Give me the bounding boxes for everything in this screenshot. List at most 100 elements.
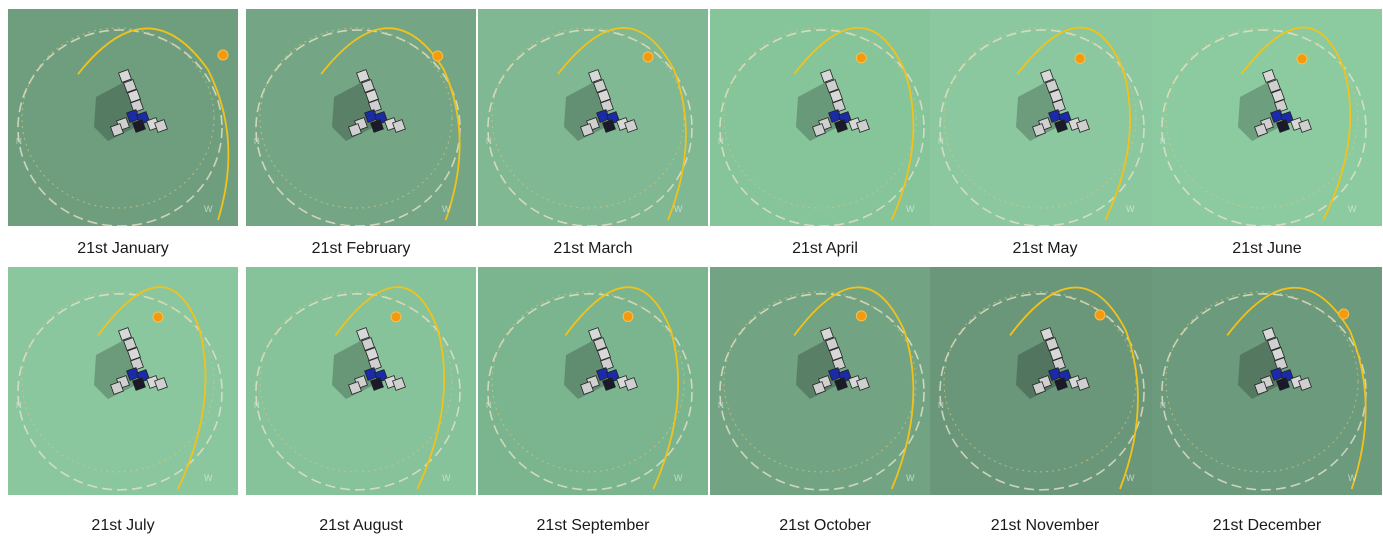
analemma-ring <box>723 291 917 473</box>
orange-sun-icon <box>1094 309 1106 321</box>
compass-north-label: N <box>16 137 22 146</box>
panel-caption: 21st June <box>1232 240 1302 257</box>
building-icon <box>110 327 168 395</box>
orange-sun-icon <box>152 311 164 323</box>
building-icon <box>1032 327 1090 395</box>
horizon-ring <box>255 29 461 226</box>
orange-sun-icon <box>622 310 634 322</box>
sunpath-diagram: NW <box>930 9 1160 226</box>
compass-north-label: N <box>254 401 260 410</box>
compass-west-label: W <box>1126 204 1135 214</box>
sunpath-diagram: NW <box>710 9 940 226</box>
compass-north-label: N <box>486 137 492 146</box>
analemma-ring <box>21 291 215 473</box>
horizon-ring <box>255 293 461 491</box>
sun-path-arc <box>564 286 679 490</box>
compass-west-label: W <box>204 473 213 483</box>
horizon-ring <box>17 293 223 491</box>
compass-north-label: N <box>938 137 944 146</box>
building-icon <box>348 327 406 395</box>
sunpath-diagram: NW <box>1152 9 1382 226</box>
building-icon <box>1254 327 1312 395</box>
horizon-ring <box>719 293 925 491</box>
building-icon <box>1032 69 1090 137</box>
sun-path-arc <box>793 286 915 490</box>
sunpath-diagram: NW <box>8 9 238 226</box>
compass-west-label: W <box>204 204 213 214</box>
panel-caption: 21st January <box>77 240 169 257</box>
analemma-ring <box>259 27 453 209</box>
building-icon <box>580 327 638 395</box>
horizon-ring <box>1161 293 1367 491</box>
sunpath-diagram: NW <box>8 267 238 495</box>
compass-west-label: W <box>906 204 915 214</box>
orange-sun-icon <box>1074 52 1086 64</box>
panel-caption: 21st August <box>319 517 403 534</box>
panel-caption: 21st December <box>1212 517 1322 534</box>
sun-path-arc <box>557 27 687 221</box>
orange-sun-icon <box>855 310 867 322</box>
building-icon <box>812 69 870 137</box>
horizon-ring <box>487 293 693 491</box>
analemma-ring <box>1165 291 1359 473</box>
panel-caption: 21st March <box>553 240 633 257</box>
compass-north-label: N <box>718 137 724 146</box>
compass-west-label: W <box>906 473 915 483</box>
sun-path-arc <box>77 27 230 221</box>
panel-caption: 21st November <box>990 517 1100 534</box>
compass-west-label: W <box>442 204 451 214</box>
sunpath-diagram: NW <box>246 9 476 226</box>
building-icon <box>110 69 168 137</box>
compass-west-label: W <box>442 473 451 483</box>
horizon-ring <box>17 29 223 226</box>
sun-path-arc <box>334 286 446 490</box>
building-icon <box>812 327 870 395</box>
orange-sun-icon <box>1296 53 1308 65</box>
compass-north-label: N <box>486 401 492 410</box>
panel-caption: 21st May <box>1012 240 1078 257</box>
panel-caption: 21st September <box>536 517 650 534</box>
sunpath-diagram: NW <box>710 267 940 495</box>
analemma-ring <box>723 27 917 209</box>
compass-west-label: W <box>674 204 683 214</box>
analemma-ring <box>943 291 1137 473</box>
compass-west-label: W <box>1348 204 1357 214</box>
orange-sun-icon <box>217 49 229 61</box>
sun-path-arc <box>97 286 207 490</box>
sunpath-diagram: NW <box>930 267 1160 495</box>
compass-north-label: N <box>1160 401 1166 410</box>
compass-north-label: N <box>16 401 22 410</box>
compass-north-label: N <box>1160 137 1166 146</box>
orange-sun-icon <box>1338 308 1350 320</box>
sun-path-arc <box>1016 26 1131 221</box>
panel-caption: 21st February <box>311 240 411 257</box>
compass-west-label: W <box>674 473 683 483</box>
panel-caption: 21st October <box>779 517 871 534</box>
analemma-ring <box>943 27 1137 209</box>
sunpath-diagram: NW <box>478 9 708 226</box>
panel-caption: 21st April <box>792 240 858 257</box>
sun-path-arc <box>1226 286 1367 490</box>
sun-path-arc <box>1009 286 1139 490</box>
analemma-ring <box>491 27 685 209</box>
horizon-ring <box>719 29 925 226</box>
building-icon <box>348 69 406 137</box>
compass-west-label: W <box>1126 473 1135 483</box>
compass-north-label: N <box>718 401 724 410</box>
sun-path-arc <box>1240 26 1352 221</box>
orange-sun-icon <box>642 51 654 63</box>
compass-north-label: N <box>254 137 260 146</box>
